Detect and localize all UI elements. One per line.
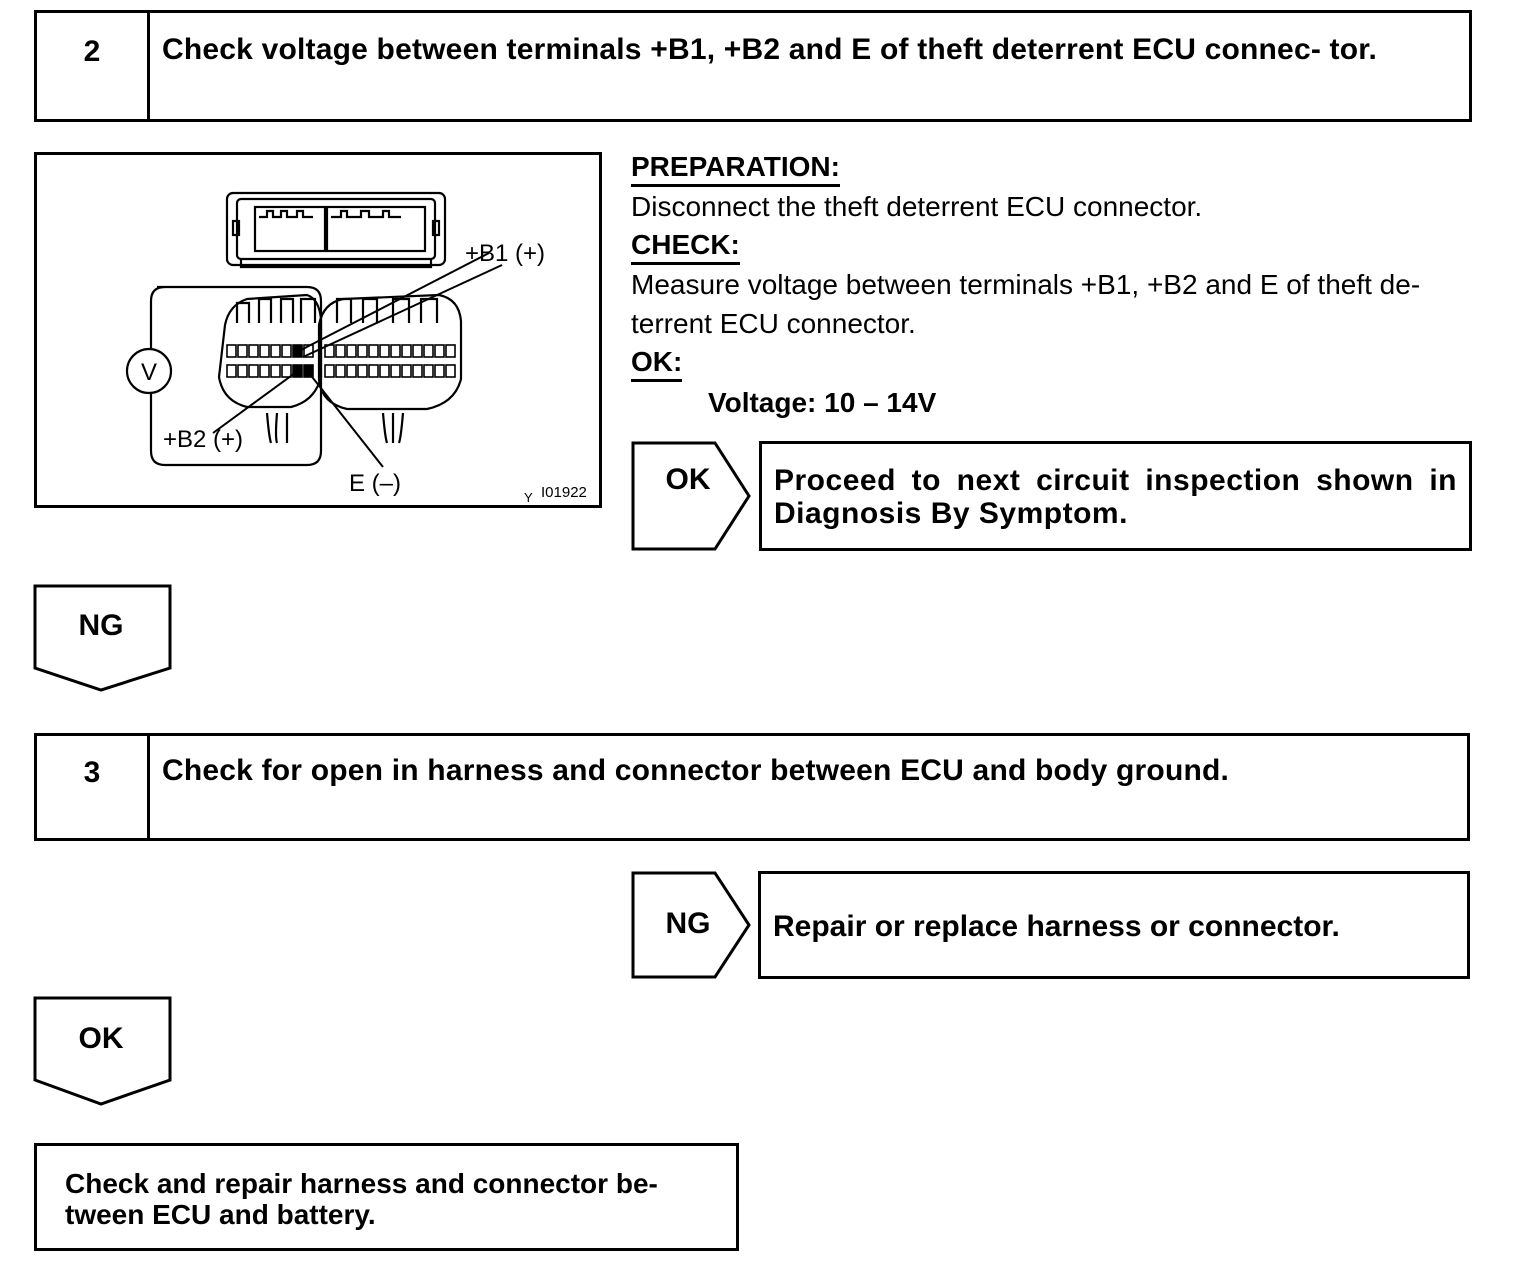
figure-letter: Y <box>524 490 533 505</box>
ok-label: OK: <box>631 347 683 382</box>
label-b1: +B1 (+) <box>465 240 545 267</box>
preparation-text: Disconnect the theft deterrent ECU conne… <box>631 191 1203 222</box>
final-action-box: Check and repair harness and connector b… <box>34 1143 739 1251</box>
step-2-box: 2 Check voltage between terminals +B1, +… <box>34 10 1472 122</box>
ok-spec: Voltage: 10 – 14V <box>708 387 937 418</box>
ok-tag-1: OK <box>665 463 711 496</box>
preparation-label: PREPARATION: <box>631 152 840 187</box>
ng-tag-2: NG <box>665 907 711 940</box>
check-label: CHECK: <box>631 230 740 265</box>
connector-illustration: V +B1 (+) +B2 (+) E (–) Y I01922 <box>125 191 587 505</box>
step-2-title: Check voltage between terminals +B1, +B2… <box>162 33 1378 66</box>
voltmeter-symbol: V <box>141 359 157 386</box>
label-b2: +B2 (+) <box>163 426 243 453</box>
step-3-number: 3 <box>37 736 150 838</box>
ng-tag-1: NG <box>78 609 124 642</box>
ng-result-box-2: Repair or replace harness or connector. <box>758 871 1470 979</box>
check-text-line-2: terrent ECU connector. <box>631 308 916 339</box>
step-3-title: Check for open in harness and connector … <box>162 754 1230 787</box>
ok-tag-2: OK <box>78 1022 124 1055</box>
ok-arrow-right-1 <box>631 441 751 551</box>
step-3-box: 3 Check for open in harness and connecto… <box>34 733 1470 841</box>
ng-arrow-right-2 <box>631 871 751 979</box>
figure-code: I01922 <box>541 484 587 501</box>
ng-result-text-2: Repair or replace harness or connector. <box>773 910 1340 943</box>
final-text-line-2: tween ECU and battery. <box>65 1199 376 1230</box>
check-text-line-1: Measure voltage between terminals +B1, +… <box>631 269 1421 300</box>
voltmeter-icon <box>125 347 173 395</box>
connector-diagram: V +B1 (+) +B2 (+) E (–) Y I01922 <box>34 152 602 508</box>
ng-arrow-down-1 <box>33 584 172 692</box>
ok-arrow-down-2 <box>33 996 172 1106</box>
ok-result-box-1: Proceed to next circuit inspection shown… <box>759 441 1472 551</box>
step-2-number: 2 <box>37 13 150 119</box>
ok-result-text-1: Proceed to next circuit inspection shown… <box>774 464 1457 530</box>
label-e: E (–) <box>349 470 401 497</box>
final-text-line-1: Check and repair harness and connector b… <box>65 1168 658 1199</box>
